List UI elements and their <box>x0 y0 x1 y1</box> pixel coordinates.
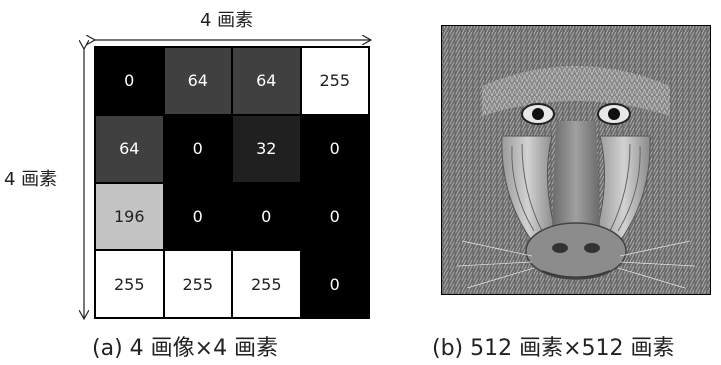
pixel-cell-r4-c2: 255 <box>163 250 232 318</box>
pixel-cell-r4-c1: 255 <box>95 250 164 318</box>
grid-width-label: 4 画素 <box>200 10 254 31</box>
pixel-cell-r1-c1: 0 <box>95 47 164 115</box>
caption-512x512-photo: (b) 512 画素×512 画素 <box>432 336 675 361</box>
pixel-cell-r2-c3: 32 <box>232 114 301 183</box>
pixel-cell-r4-c3: 255 <box>232 250 301 318</box>
caption-4x4-grid: (a) 4 画像×4 画素 <box>92 336 279 361</box>
pixel-cell-r3-c4: 0 <box>300 182 369 251</box>
pixel-cell-r1-c2: 64 <box>163 47 232 115</box>
pixel-cell-r3-c3: 0 <box>232 182 301 251</box>
pixel-cell-r3-c2: 0 <box>163 182 232 251</box>
pixel-cell-r3-c1: 196 <box>95 182 164 251</box>
mandrill-image <box>442 26 710 294</box>
mandrill-photo <box>441 25 711 295</box>
pixel-cell-r1-c4: 255 <box>300 47 369 115</box>
grid-height-label: 4 画素 <box>4 169 58 190</box>
pixel-cell-r4-c4: 0 <box>300 250 369 318</box>
pixel-cell-r2-c1: 64 <box>95 114 164 183</box>
pixel-cell-r2-c4: 0 <box>300 114 369 183</box>
pixel-cell-r1-c3: 64 <box>232 47 301 115</box>
pixel-cell-r2-c2: 0 <box>163 114 232 183</box>
